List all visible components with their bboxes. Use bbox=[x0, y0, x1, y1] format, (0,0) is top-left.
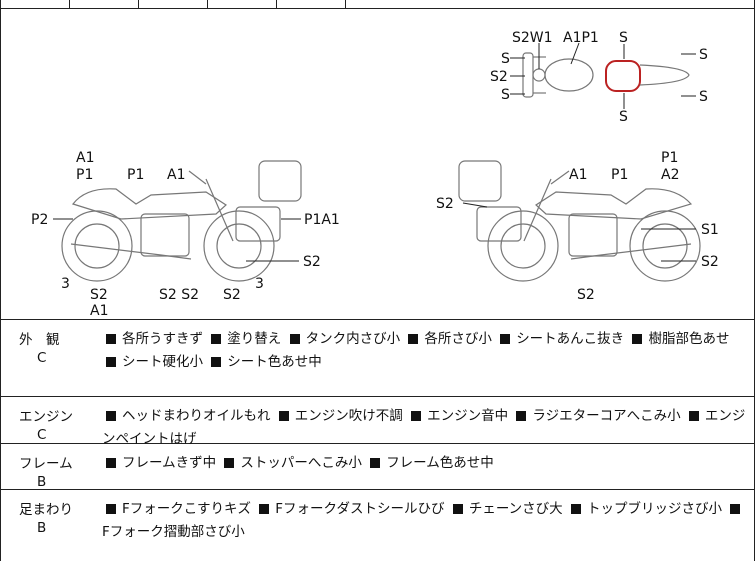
label-p1a1: P1A1 bbox=[304, 212, 340, 228]
bullet-square-icon bbox=[106, 334, 116, 344]
condition-item: シートあんこ抜き bbox=[516, 331, 629, 347]
right-side-motorcycle bbox=[458, 160, 701, 282]
condition-item: フレームきず中 bbox=[122, 455, 221, 471]
bullet-square-icon bbox=[278, 411, 289, 421]
label-s2-left: S2 bbox=[490, 69, 508, 85]
right-side-labels: P1 A2 A1 P1 S2 S1 S2 S2 bbox=[436, 150, 719, 303]
condition-item: 樹脂部色あせ bbox=[648, 331, 730, 347]
label-s2: S2 bbox=[90, 287, 108, 303]
label-s-right-1: S bbox=[699, 47, 708, 63]
condition-item: Fフォークダストシールひび bbox=[275, 501, 449, 517]
label-a1: A1 bbox=[90, 303, 108, 319]
label-3: 3 bbox=[255, 276, 264, 292]
label-s2: S2 bbox=[436, 196, 454, 212]
bullet-square-icon bbox=[688, 411, 699, 421]
label-s2: S2 bbox=[577, 287, 595, 303]
category-name: フレーム bbox=[19, 456, 73, 472]
label-s1: S1 bbox=[701, 222, 719, 238]
bullet-square-icon bbox=[408, 334, 419, 344]
condition-item: トップブリッジさび小 bbox=[586, 501, 727, 517]
label-s2: S2 bbox=[303, 254, 321, 270]
bullet-square-icon bbox=[106, 458, 116, 468]
label-s-bottom: S bbox=[619, 109, 628, 125]
header-cells-row bbox=[1, 0, 754, 9]
bullet-square-icon bbox=[224, 458, 235, 468]
condition-item: チェーンさび大 bbox=[468, 501, 567, 517]
condition-items: 各所うすきず 塗り替え タンク内さび小 各所さび小 シートあんこ抜き 樹脂部色あ… bbox=[102, 328, 747, 374]
condition-items: Fフォークこすりキズ Fフォークダストシールひび チェーンさび大 トップブリッジ… bbox=[102, 498, 747, 544]
bullet-square-icon bbox=[452, 504, 463, 514]
left-side-motorcycle bbox=[61, 160, 302, 282]
label-s2: S2 bbox=[701, 254, 719, 270]
label-a1: A1 bbox=[167, 167, 185, 183]
condition-item: ヘッドまわりオイルもれ bbox=[122, 408, 275, 424]
label-p1: P1 bbox=[611, 167, 628, 183]
condition-item: Fフォークこすりキズ bbox=[122, 501, 256, 517]
bullet-square-icon bbox=[730, 504, 741, 514]
condition-row-suspension: 足まわり B Fフォークこすりキズ Fフォークダストシールひび チェーンさび大 … bbox=[1, 490, 754, 561]
condition-item: シート硬化小 bbox=[122, 354, 208, 370]
label-s2w1: S2W1 bbox=[512, 30, 553, 46]
category-name: 足まわり bbox=[19, 502, 73, 518]
bullet-square-icon bbox=[289, 334, 300, 344]
category-grade: B bbox=[37, 520, 47, 536]
motorcycle-diagram-svg: S2W1 A1P1 S S S2 S S S S A1 P1 P1 A1 P2 … bbox=[31, 30, 719, 319]
bullet-square-icon bbox=[106, 357, 116, 367]
condition-item: シート色あせ中 bbox=[227, 354, 322, 370]
bullet-square-icon bbox=[411, 411, 422, 421]
bullet-square-icon bbox=[632, 334, 643, 344]
bullet-square-icon bbox=[106, 504, 116, 514]
label-3: 3 bbox=[61, 276, 70, 292]
category-name: エンジン bbox=[19, 409, 73, 425]
category-grade: B bbox=[37, 474, 47, 490]
bullet-square-icon bbox=[500, 334, 511, 344]
bullet-square-icon bbox=[259, 504, 270, 514]
label-p1: P1 bbox=[127, 167, 144, 183]
bullet-square-icon bbox=[106, 411, 116, 421]
condition-items: ヘッドまわりオイルもれ エンジン吹け不調 エンジン音中 ラジエターコアへこみ小 … bbox=[102, 405, 747, 451]
label-p2: P2 bbox=[31, 212, 48, 228]
label-s-right-2: S bbox=[699, 89, 708, 105]
top-view-motorcycle bbox=[522, 52, 690, 98]
bullet-square-icon bbox=[516, 411, 527, 421]
bullet-square-icon bbox=[570, 504, 581, 514]
category-grade: C bbox=[37, 350, 47, 366]
condition-item: エンジン吹け不調 bbox=[294, 408, 408, 424]
condition-item: フレーム色あせ中 bbox=[386, 455, 494, 471]
label-s-left-2: S bbox=[501, 87, 510, 103]
condition-row-engine: エンジン C ヘッドまわりオイルもれ エンジン吹け不調 エンジン音中 ラジエター… bbox=[1, 397, 754, 447]
bullet-square-icon bbox=[370, 458, 381, 468]
category-name: 外 観 bbox=[19, 332, 60, 348]
condition-item: 塗り替え bbox=[227, 331, 286, 347]
label-a1: A1 bbox=[76, 150, 94, 166]
condition-item: 各所うすきず bbox=[122, 331, 208, 347]
label-s-top: S bbox=[619, 30, 628, 46]
condition-row-frame: フレーム B フレームきず中 ストッパーへこみ小 フレーム色あせ中 bbox=[1, 444, 754, 490]
label-p1: P1 bbox=[661, 150, 678, 166]
leader-lines bbox=[53, 42, 696, 262]
condition-row-exterior: 外 観 C 各所うすきず 塗り替え タンク内さび小 各所さび小 シートあんこ抜き… bbox=[1, 320, 754, 397]
label-a1p1: A1P1 bbox=[563, 30, 599, 46]
condition-item: タンク内さび小 bbox=[305, 331, 405, 347]
condition-item: ストッパーへこみ小 bbox=[240, 455, 367, 471]
label-s-left-1: S bbox=[501, 51, 510, 67]
label-s2-s2: S2 S2 bbox=[159, 287, 199, 303]
damage-diagram: S2W1 A1P1 S S S2 S S S S A1 P1 P1 A1 P2 … bbox=[1, 9, 754, 320]
category-grade: C bbox=[37, 427, 47, 443]
condition-items: フレームきず中 ストッパーへこみ小 フレーム色あせ中 bbox=[102, 452, 747, 475]
bullet-square-icon bbox=[211, 334, 222, 344]
left-side-labels: A1 P1 P1 A1 P2 P1A1 S2 3 S2 S2 S2 S2 3 A… bbox=[31, 150, 340, 319]
label-a2: A2 bbox=[661, 167, 679, 183]
condition-item: エンジン音中 bbox=[427, 408, 513, 424]
condition-item: Fフォーク摺動部さび小 bbox=[102, 524, 245, 540]
label-p1: P1 bbox=[76, 167, 93, 183]
bullet-square-icon bbox=[211, 357, 222, 367]
condition-item: エンジンペイントはげ bbox=[102, 408, 746, 447]
label-s2: S2 bbox=[223, 287, 241, 303]
condition-item: ラジエターコアへこみ小 bbox=[532, 408, 685, 424]
condition-item: 各所さび小 bbox=[424, 331, 497, 347]
top-view-labels: S2W1 A1P1 S S S2 S S S S bbox=[490, 30, 708, 125]
label-a1: A1 bbox=[569, 167, 587, 183]
